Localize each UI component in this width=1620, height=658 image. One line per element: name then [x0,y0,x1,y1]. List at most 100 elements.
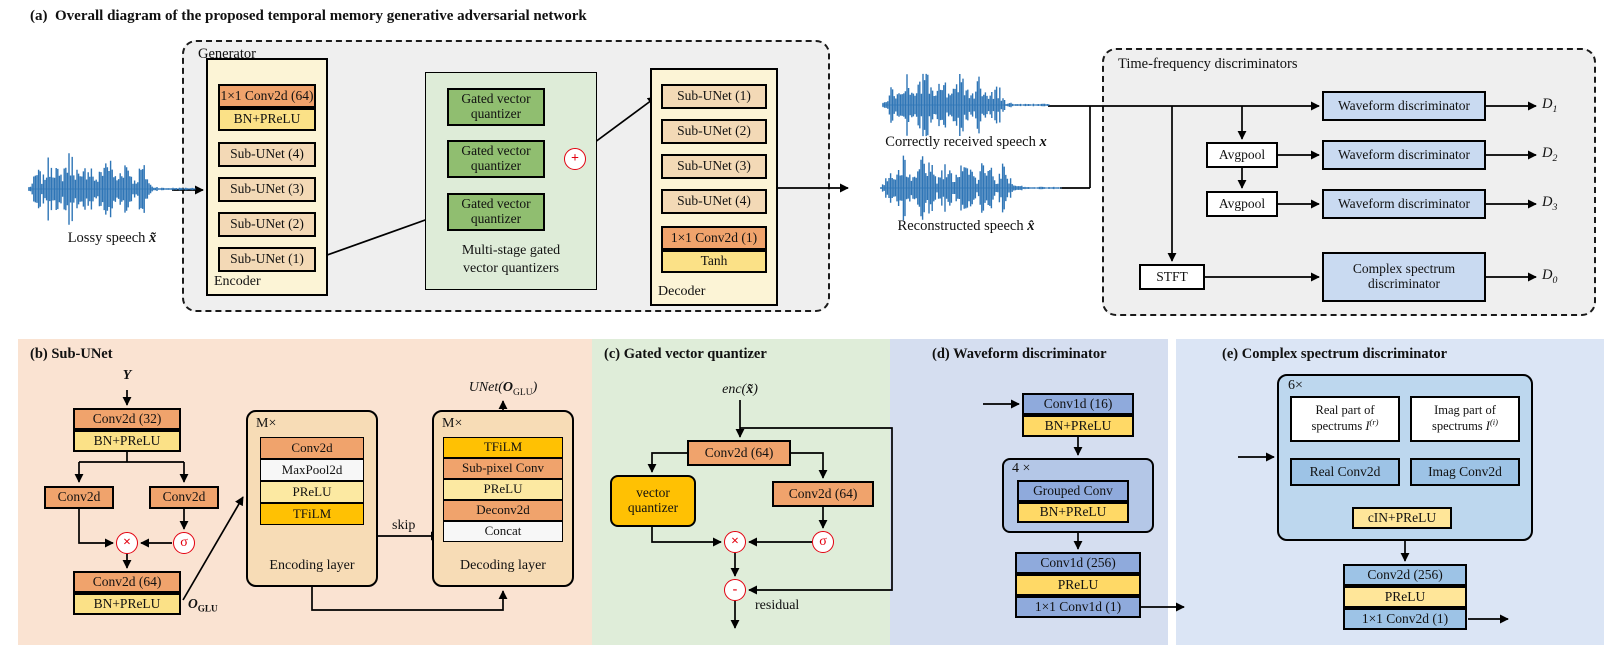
d1-base: D [1542,96,1553,112]
b-bn-prelu-1: BN+PReLU [73,430,181,452]
d-prelu: PReLU [1015,574,1141,596]
b-times-sign: × [123,535,131,550]
output-d2: D2 [1542,145,1557,164]
b-conv-left: Conv2d [44,486,114,509]
tf-discriminators-title: Time-frequency discriminators [1118,56,1298,72]
received-speech-waveform [882,73,1050,137]
panel-b-title: (b) Sub-UNet [30,346,113,362]
e-1x1-conv2d: 1×1 Conv2d (1) [1343,608,1467,630]
e-cin-prelu: cIN+PReLU [1352,507,1452,529]
decoding-row-tfilm: TFiLM [443,437,563,458]
plus-sign: + [571,151,579,166]
imag-part-line1: Imag part of [1434,403,1496,418]
lossy-speech-label: Lossy speech x̃ [14,230,210,247]
c-sigma-sign: σ [819,534,827,549]
gvq1-line1: Gated vector [461,91,531,107]
c-times-sign: × [731,534,739,549]
encoding-row-prelu: PReLU [260,481,364,503]
d3-sub: 3 [1552,201,1558,213]
decoder-block-conv: 1×1 Conv2d (1) [661,226,767,250]
encoder-block-subunet1: Sub-UNet (1) [218,247,316,272]
enc-x-label: enc(x̃) [700,382,780,398]
reconstructed-speech-text: Reconstructed speech [897,218,1024,234]
waveform-discriminator-2: Waveform discriminator [1322,140,1486,170]
decoding-row-concat: Concat [443,521,563,542]
received-speech-label: Correctly received speech x [850,134,1082,151]
d-conv1d-16: Conv1d (16) [1022,393,1134,415]
b-bn-prelu-2: BN+PReLU [73,593,181,615]
decoding-row-deconv: Deconv2d [443,500,563,521]
c-minus-circle: - [724,579,746,601]
gvq1-line2: quantizer [470,106,522,121]
b-conv64: Conv2d (64) [73,571,181,593]
csd-line1: Complex spectrum [1352,261,1456,277]
vq-line1: vector [636,485,670,501]
c-conv-top: Conv2d (64) [687,440,791,466]
c-multiply-circle: × [724,531,746,553]
e-real-conv2d: Real Conv2d [1290,458,1400,486]
d2-sub: 2 [1552,152,1558,164]
enc-post: ) [753,382,758,397]
avgpool-1: Avgpool [1206,142,1278,168]
encoding-layer-m-label: M× [256,416,277,431]
real-part-line2: spectrums [1311,419,1366,434]
encoder-label: Encoder [214,274,261,289]
skip-label: skip [392,518,416,533]
vq-line2: quantizer [627,500,679,515]
figure-a-tag: (a) [30,8,48,24]
real-part-line1: Real part of [1315,403,1375,418]
residual-label: residual [755,598,800,613]
d-bn-prelu-1: BN+PReLU [1022,415,1134,437]
stft-box: STFT [1139,264,1205,290]
b-sigma-sign: σ [180,535,188,550]
lossy-speech-text: Lossy speech [67,230,146,246]
unet-post: ) [532,380,538,395]
avgpool-2: Avgpool [1206,191,1278,217]
sum-circle: + [564,148,586,170]
encoder-block-conv: 1×1 Conv2d (64) [218,84,316,108]
real-part-var: I [1365,419,1370,434]
b-sigma-circle: σ [173,532,195,554]
decoding-row-subpixel: Sub-pixel Conv [443,458,563,479]
imag-part-var: I [1485,419,1490,434]
gvq2-line2: quantizer [470,158,522,173]
e-imag-conv2d: Imag Conv2d [1410,458,1520,486]
reconstructed-speech-waveform [880,155,1062,221]
gvq3-line2: quantizer [470,211,522,226]
c-minus-sign: - [732,582,738,597]
decoder-block-subunet1: Sub-UNet (1) [661,84,767,109]
b-multiply-circle: × [116,532,138,554]
decoder-block-subunet2: Sub-UNet (2) [661,119,767,144]
d2-base: D [1542,145,1553,161]
output-d3: D3 [1542,194,1557,213]
decoder-block-subunet3: Sub-UNet (3) [661,154,767,179]
figure-a-title-text: Overall diagram of the proposed temporal… [55,8,587,24]
c-sigma-circle: σ [812,531,834,553]
encoder-block-subunet3: Sub-UNet (3) [218,177,316,202]
encoding-row-maxpool: MaxPool2d [260,459,364,481]
imag-part-sup: (i) [1489,416,1498,427]
enc-var: x̃ [746,382,754,397]
d1-sub: 1 [1552,103,1558,115]
received-speech-text: Correctly received speech [885,134,1036,150]
gvq3-line1: Gated vector [461,196,531,212]
panel-d-title: (d) Waveform discriminator [932,346,1107,362]
e-repeat-label: 6× [1288,378,1303,393]
unet-sub: GLU [513,387,533,398]
oglu-base: O [188,596,198,611]
quantizers-caption-line2: vector quantizers [462,260,559,276]
d-conv1d-256: Conv1d (256) [1015,552,1141,574]
enc-pre: enc( [722,382,747,397]
panel-e-title: (e) Complex spectrum discriminator [1222,346,1448,362]
encoder-block-subunet4: Sub-UNet (4) [218,142,316,167]
received-speech-var: x [1039,134,1047,150]
imag-part-line2: spectrums [1431,419,1486,434]
c-conv-right: Conv2d (64) [772,481,874,507]
oglu-sub: GLU [197,603,218,614]
e-real-part-box: Real part of spectrums I(r) [1290,396,1400,442]
